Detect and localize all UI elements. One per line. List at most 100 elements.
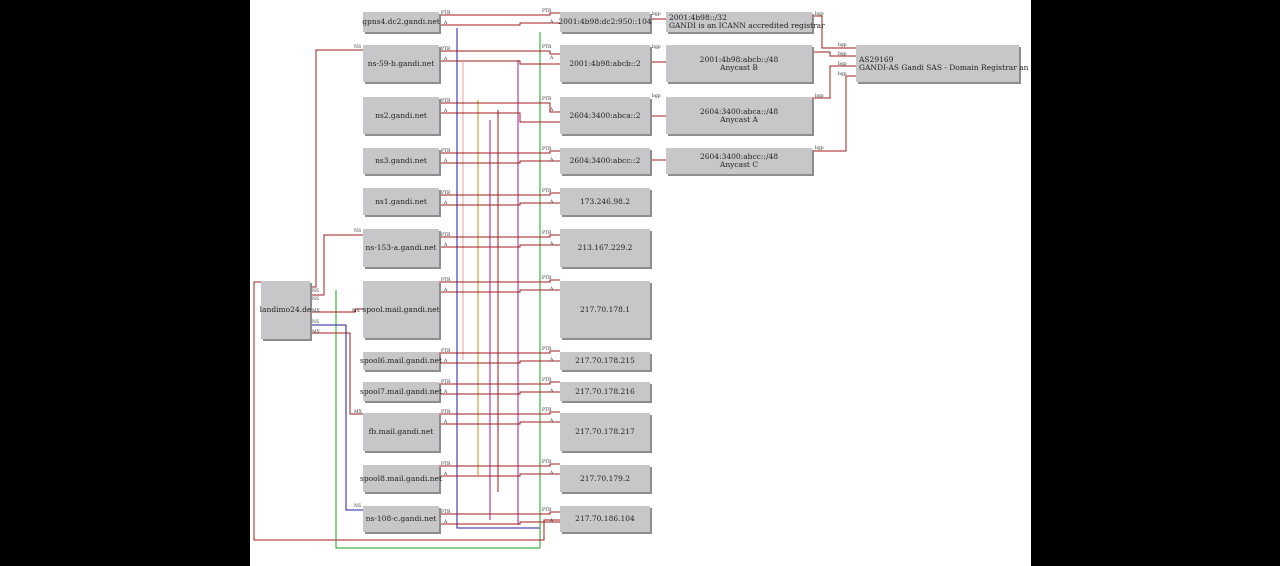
edge-label-a: A [550, 158, 554, 163]
host-label: ns2.gandi.net [375, 110, 427, 120]
prefix-title: 2604:3400:abca::/48 [699, 106, 779, 116]
edge-label-ptr: PTR [441, 510, 451, 515]
host-label: ns-153-a.gandi.net [365, 243, 437, 252]
host-label: ns1.gandi.net [375, 196, 427, 206]
edge-mx [310, 332, 363, 415]
host-node-fb: fb.mail.gandi.net [363, 413, 439, 451]
host-node-ns3: ns3.gandi.net [363, 148, 439, 174]
edge-label-mx: MX [312, 330, 320, 335]
host-node-ns-108-c: ns-108-c.gandi.net [363, 506, 439, 532]
edge-label-ptr: PTR [542, 147, 552, 152]
edge-label-ptr: PTR [542, 231, 552, 236]
ip-node-2: 2001:4b98:abcb::2 [560, 45, 650, 82]
edge-label-a: A [550, 20, 554, 25]
host-node-ns-153-a: ns-153-a.gandi.net [363, 229, 439, 267]
edge-label-a: A [444, 243, 448, 248]
host-label: spool.mail.gandi.net [362, 304, 440, 314]
edge-a [439, 60, 560, 65]
edge-ptr [439, 381, 560, 385]
edge-label-a: A [444, 109, 448, 114]
host-node-spool6: spool6.mail.gandi.net [360, 352, 442, 370]
edge-label-a: A [550, 56, 554, 61]
edge-label-ns: NS [354, 45, 362, 50]
edge-ptr [439, 350, 560, 354]
edge-label-a: A [550, 389, 554, 394]
host-label: ns-59-b.gandi.net [367, 58, 435, 68]
ip-node-1: 2001:4b98:dc2:950::104 [558, 12, 652, 32]
edge-a [439, 289, 560, 293]
prefix-title: 2001:4b98:abcb::/48 [699, 54, 779, 64]
edge-ns [310, 234, 363, 296]
edge-label-ptr: PTR [441, 233, 451, 238]
edge-label-a: A [444, 359, 448, 364]
edge-label-a: A [550, 471, 554, 476]
edge-label-a: A [444, 390, 448, 395]
edge-ptr [439, 411, 560, 415]
host-label: ns3.gandi.net [375, 156, 427, 165]
edge-label-ns: NS [312, 297, 320, 302]
ip-label: 217.70.178.215 [575, 356, 635, 365]
edge-loop [253, 281, 560, 541]
edge-bgp [812, 65, 856, 99]
ip-label: 173.246.98.2 [579, 196, 631, 206]
edge-label-ptr: PTR [542, 378, 552, 383]
host-label: gpns4.dc2.gandi.net [362, 17, 440, 26]
edge-a [439, 391, 560, 395]
prefix-title: 2001:4b98::/32 [669, 13, 727, 22]
edge-label-bgp: bgp [815, 146, 824, 151]
edge-label-a: A [444, 21, 448, 26]
ip-label: 2604:3400:abca::2 [569, 110, 641, 120]
edge-bgp [812, 75, 856, 152]
prefix-desc: GANDI is an ICANN accredited registrar [669, 21, 825, 30]
edge-label-ns: NS [354, 504, 362, 509]
edge-ptr [439, 234, 560, 238]
edge-bgp [812, 15, 856, 49]
edge-label-mx: MX [354, 410, 362, 415]
ip-label: 217.70.179.2 [579, 473, 631, 483]
edge-label-ptr: PTR [441, 99, 451, 104]
edge-a [439, 360, 560, 364]
edge-a [439, 521, 560, 525]
host-node-gpns4: gpns4.dc2.gandi.net [362, 12, 440, 32]
host-node-spool8: spool8.mail.gandi.net [360, 465, 442, 492]
edge-label-ptr: PTR [441, 410, 451, 415]
edge-label-bgp: bgp [838, 52, 847, 57]
edge-label-a: A [550, 108, 554, 113]
ip-node-9: 217.70.178.216 [560, 382, 650, 401]
edge-ptr [439, 50, 560, 55]
edge-label-a: A [444, 420, 448, 425]
edge-label-bgp: bgp [652, 94, 661, 99]
prefix-desc: Anycast B [720, 62, 758, 72]
edge-label-a: A [550, 242, 554, 247]
host-label: spool6.mail.gandi.net [360, 356, 442, 365]
host-node-ns-59-b: ns-59-b.gandi.net [363, 45, 439, 82]
ip-label: 217.70.178.1 [579, 304, 631, 314]
ip-label: 2001:4b98:dc2:950::104 [558, 17, 652, 26]
ip-label: 213.167.229.2 [577, 243, 633, 252]
edge-label-ns: NS [354, 229, 362, 234]
edge-label-ptr: PTR [542, 408, 552, 413]
edge-label-ptr: PTR [441, 11, 451, 16]
ip-node-10: 217.70.178.217 [560, 413, 650, 451]
host-node-ns1: ns1.gandi.net [363, 188, 439, 215]
edge-label-ptr: PTR [542, 508, 552, 513]
edge-label-ptr: PTR [542, 9, 552, 14]
edge-ptr [439, 12, 560, 16]
edge-label-a: A [444, 472, 448, 477]
edge-label-mx: MX [352, 309, 360, 314]
edge-ptr [439, 279, 560, 283]
ip-label: 217.70.178.216 [575, 386, 635, 396]
edge-layer [253, 12, 856, 549]
asn-title: AS29169 [859, 54, 894, 64]
edge-label-ns: NS [312, 289, 320, 294]
edge-label-a: A [550, 519, 554, 524]
edge-label-bgp: bgp [838, 62, 847, 67]
edge-bgp [812, 51, 856, 57]
edge-label-ptr: PTR [441, 191, 451, 196]
edge-ns [310, 324, 363, 511]
edge-a [439, 22, 560, 26]
